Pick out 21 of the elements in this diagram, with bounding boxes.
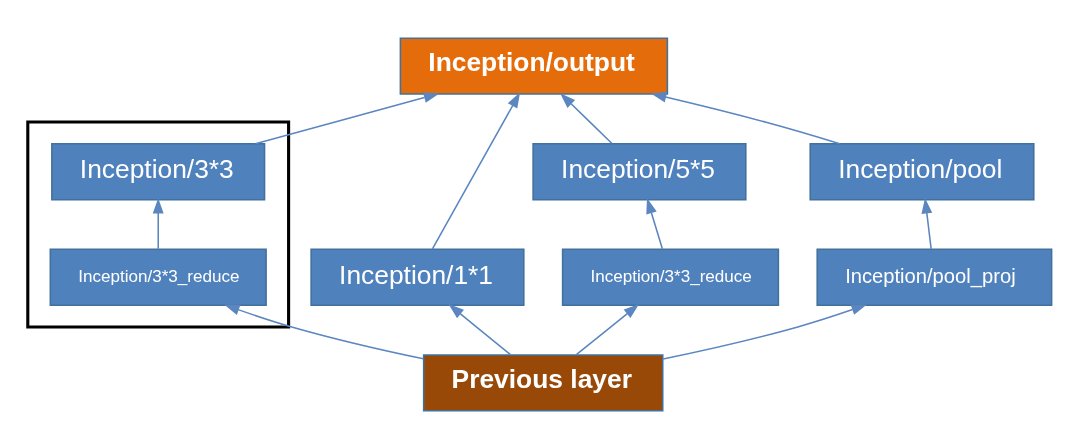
node-box: Inception/output bbox=[399, 36, 669, 95]
arrow bbox=[152, 197, 164, 250]
node-box: Inception/3*3_reduce bbox=[49, 248, 267, 306]
arrow bbox=[224, 304, 425, 360]
node-box: Inception/5*5 bbox=[532, 142, 747, 200]
cluster bbox=[26, 120, 291, 328]
node-box: Inception/pool_proj bbox=[816, 248, 1053, 306]
arrow bbox=[560, 92, 613, 144]
arrow bbox=[254, 91, 440, 144]
arrow bbox=[662, 304, 867, 360]
node-box: Inception/pool bbox=[809, 142, 1035, 200]
arrow bbox=[575, 303, 640, 355]
arrow bbox=[448, 303, 511, 355]
node-box: Previous layer bbox=[422, 353, 664, 412]
arrow bbox=[431, 91, 521, 250]
arrow bbox=[921, 197, 933, 250]
node-box: Inception/3*3 bbox=[51, 142, 266, 200]
arrow bbox=[650, 91, 841, 145]
node-box: Inception/1*1 bbox=[310, 248, 525, 306]
node-box: Inception/3*3_reduce bbox=[561, 248, 780, 306]
arrow bbox=[646, 197, 664, 250]
